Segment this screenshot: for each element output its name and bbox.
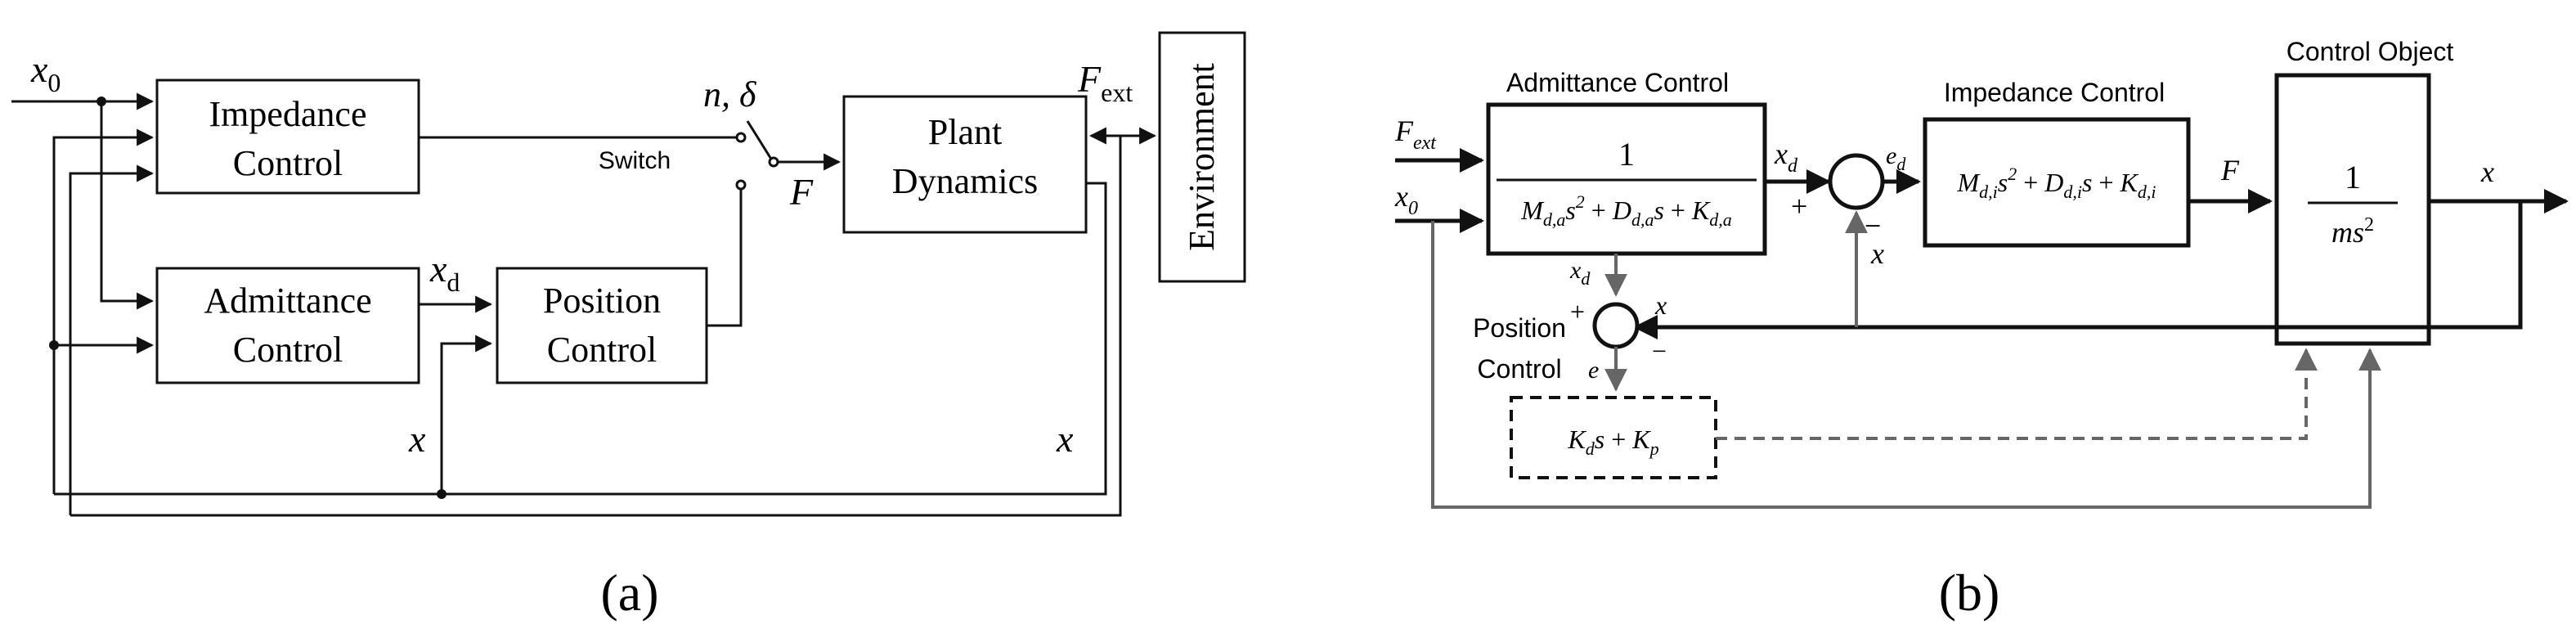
x-label-sum-lower: x (1654, 290, 1667, 320)
fext-label-b: Fext (1394, 115, 1437, 154)
caption-b: (b) (1939, 564, 2000, 622)
object-denominator: ms2 (2331, 214, 2374, 249)
force-label-a: F (789, 171, 814, 213)
minus-sign-upper: − (1865, 209, 1881, 242)
impedance-expression: Md,is2 + Dd,is + Kd,i (1957, 164, 2156, 202)
x0-label-b: x0 (1394, 180, 1418, 219)
control-object-block (2274, 73, 2431, 346)
minus-sign-lower: − (1652, 336, 1667, 366)
environment-label: Environment (1182, 63, 1222, 251)
x-output-label: x (2480, 155, 2494, 188)
switch-params-label: n, δ (703, 74, 757, 115)
admittance-label-2: Control (233, 330, 343, 370)
admittance-numerator: 1 (1618, 136, 1635, 173)
impedance-label-1: Impedance (209, 94, 367, 134)
impedance-label-2: Control (233, 143, 343, 183)
feedback-f-to-impedance (69, 164, 155, 515)
caption-a: (a) (600, 564, 658, 622)
switch-contact-bottom (735, 179, 747, 191)
xd-label-lower: xd (1569, 257, 1591, 289)
switch-contact-top (735, 132, 747, 143)
x-label-right-a: x (1056, 418, 1074, 460)
xd-label-b: xd (1774, 137, 1798, 177)
position-label-1: Position (543, 281, 661, 321)
switch-label: Switch (599, 147, 671, 174)
environment-block (1158, 31, 1246, 283)
plus-sign-lower: + (1570, 297, 1585, 326)
plant-dynamics-block (842, 95, 1088, 234)
summing-junction-lower (1592, 302, 1640, 349)
admittance-label-1: Admittance (204, 281, 371, 321)
control-object-title: Control Object (2287, 37, 2454, 66)
impedance-control-block-b (1923, 117, 2191, 248)
force-label-b: F (2220, 154, 2240, 186)
position-title-1: Position (1473, 313, 1566, 343)
position-title-2: Control (1477, 354, 1561, 384)
switch-pivot (768, 156, 779, 168)
e-label: e (1588, 357, 1599, 384)
x0-bottom-loop (1431, 221, 2381, 509)
admittance-denominator: Md,as2 + Dd,as + Kd,a (1520, 191, 1732, 230)
fext-feedback-loop (70, 136, 1122, 517)
plant-label-1: Plant (928, 112, 1002, 152)
input-x0-label: x0 (30, 48, 61, 97)
switch-blade (746, 120, 774, 161)
plus-sign-upper: + (1791, 190, 1807, 222)
panel-a: Impedance Control Admittance Control Pos… (11, 31, 1246, 622)
x0-to-admittance-arrow (100, 101, 155, 310)
x-to-position-arrow (440, 335, 493, 494)
x-label-left-a: x (408, 418, 426, 460)
plant-label-2: Dynamics (892, 161, 1038, 201)
pd-to-object-dashed (1716, 348, 2318, 440)
impedance-title-b: Impedance Control (1944, 78, 2165, 107)
pd-expression: Kds + Kp (1567, 425, 1658, 459)
x-feedback-lower (1633, 201, 2523, 339)
x-label-sum-upper: x (1870, 237, 1884, 270)
panel-b: Admittance Control Impedance Control Con… (1394, 37, 2569, 622)
object-numerator: 1 (2345, 159, 2361, 195)
admittance-title-b: Admittance Control (1506, 68, 1729, 97)
feedback-x-to-impedance (52, 128, 155, 494)
fext-label-a: Fext (1077, 58, 1133, 107)
position-output-line (707, 190, 743, 327)
ed-label: ed (1886, 142, 1906, 174)
impedance-control-block (155, 79, 420, 195)
xd-label-a: xd (429, 248, 460, 297)
x-feedback-loop (54, 182, 1107, 496)
admittance-control-block-a (155, 267, 420, 384)
summing-junction-upper (1828, 153, 1885, 210)
position-label-2: Control (547, 330, 657, 370)
position-control-block-a (496, 267, 708, 384)
